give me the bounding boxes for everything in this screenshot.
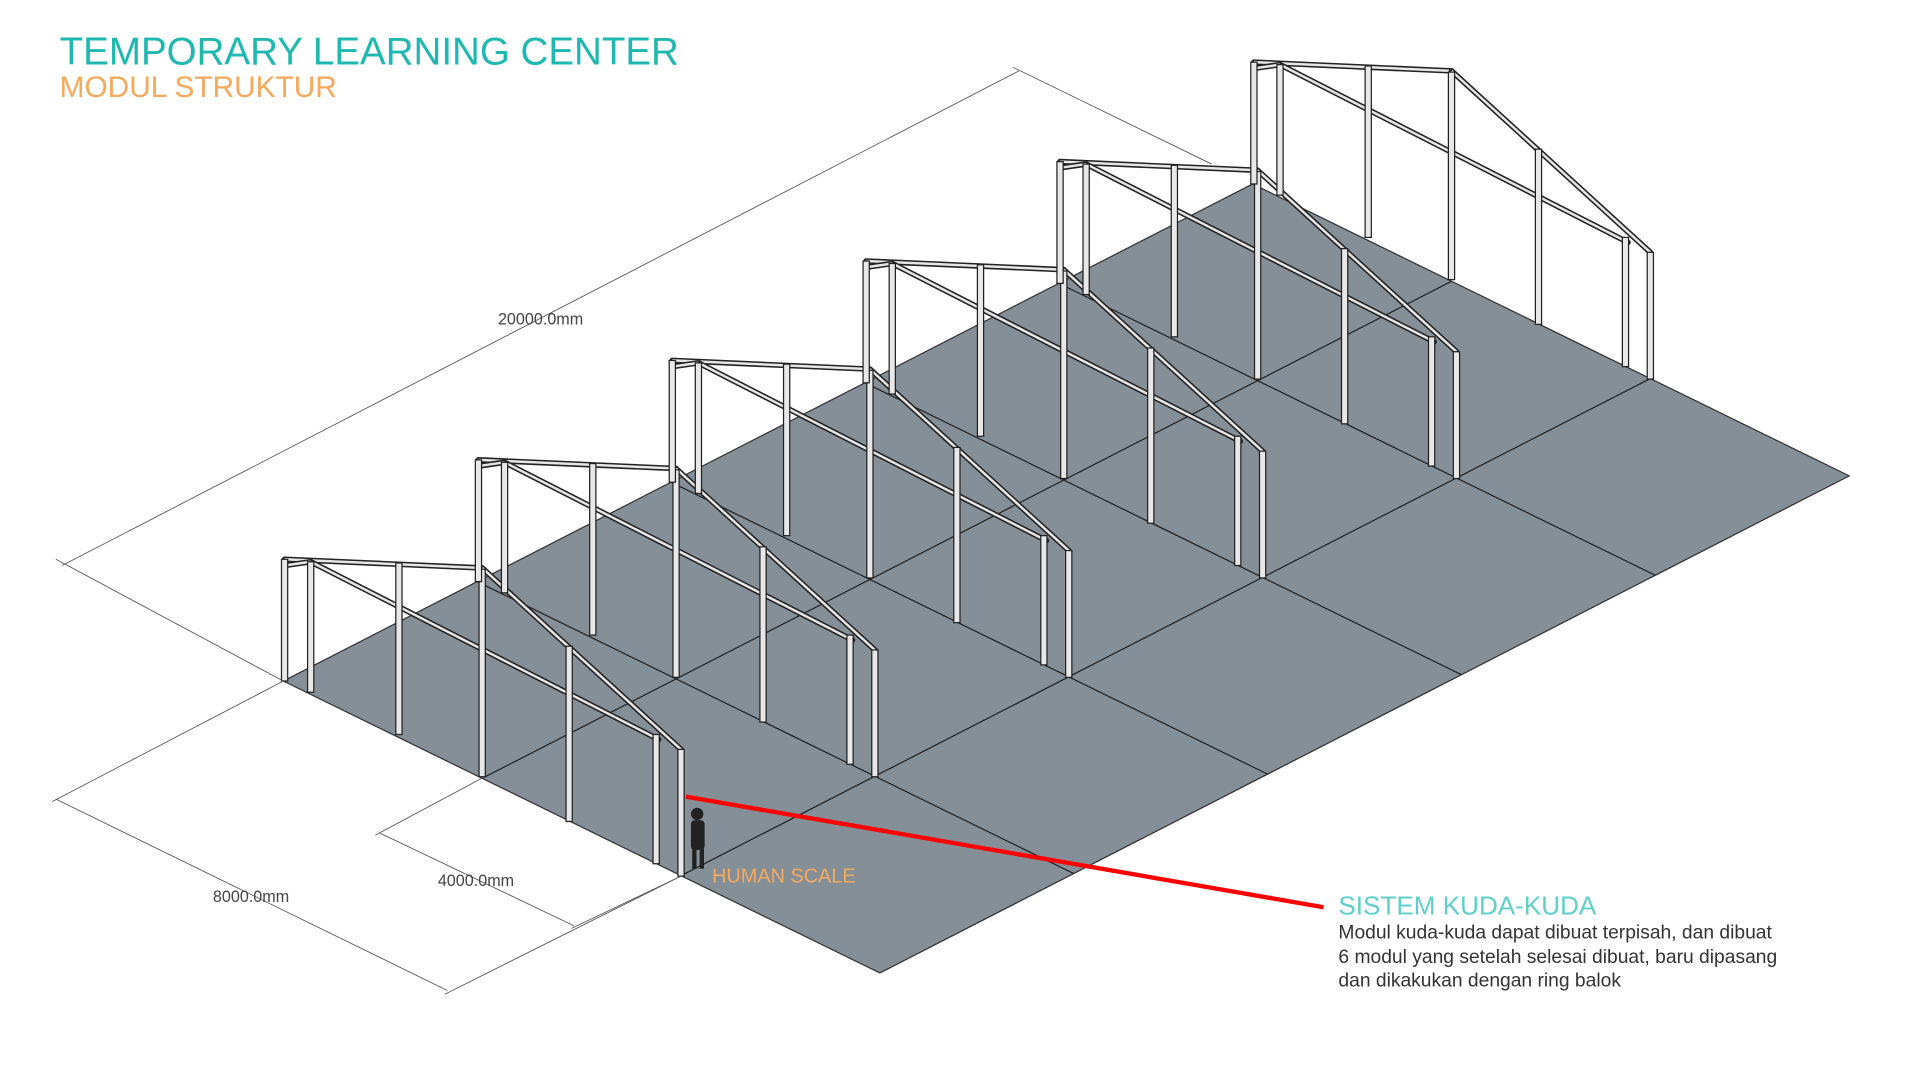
post	[1250, 61, 1258, 185]
post	[565, 645, 573, 823]
post	[474, 459, 483, 583]
post	[395, 562, 403, 736]
post	[652, 733, 660, 865]
page-subtitle: MODUL STRUKTUR	[60, 71, 337, 104]
post	[1646, 251, 1655, 380]
post	[866, 369, 874, 579]
post	[1621, 236, 1630, 368]
post	[871, 649, 879, 778]
post	[1253, 170, 1262, 380]
post	[1452, 351, 1461, 480]
beam-highlight	[1059, 162, 1087, 170]
post	[589, 462, 597, 636]
dimension-module	[375, 776, 682, 929]
post	[1040, 535, 1048, 666]
dimension-length-label: 20000.0mm	[498, 310, 583, 328]
dimension-width	[51, 680, 682, 995]
post	[1234, 435, 1242, 567]
post	[976, 264, 985, 437]
post	[1534, 148, 1543, 326]
grid-line	[670, 481, 1268, 775]
beam-highlight	[1253, 63, 1281, 70]
page-title: TEMPORARY LEARNING CENTER	[60, 31, 679, 74]
post	[782, 363, 791, 537]
truss-frame	[1250, 59, 1655, 380]
beam-highlight	[478, 458, 677, 470]
grid-line	[1058, 282, 1656, 576]
dimension-length	[55, 66, 1212, 682]
callout-title: SISTEM KUDA-KUDA	[1338, 891, 1597, 921]
post	[1065, 549, 1073, 678]
post	[1147, 347, 1155, 524]
post	[862, 260, 870, 384]
beam-highlight	[865, 262, 893, 269]
post	[280, 558, 289, 682]
truss-frame	[668, 357, 1073, 678]
post	[1427, 336, 1436, 467]
grid-line	[476, 581, 1074, 875]
roof-truss-frames	[280, 59, 1655, 877]
post	[1258, 450, 1267, 579]
beam-highlight	[672, 361, 699, 368]
callout-line: 6 modul yang setelah selesai dibuat, bar…	[1338, 947, 1777, 968]
dimension-width-label: 8000.0mm	[213, 888, 289, 906]
post	[478, 568, 486, 778]
post	[888, 262, 896, 395]
callout-leader-line	[685, 794, 1324, 910]
truss-frame	[474, 457, 879, 778]
grid-line	[481, 280, 1452, 779]
post	[677, 748, 685, 877]
post	[1170, 164, 1179, 338]
truss-frame	[1056, 158, 1461, 480]
beam-highlight	[481, 567, 682, 751]
grid-line	[864, 382, 1462, 676]
post	[1082, 163, 1090, 296]
post	[846, 634, 854, 765]
callout-line: dan dikakukan dengan ring balok	[1338, 971, 1621, 992]
post	[953, 446, 961, 624]
post	[306, 561, 315, 693]
post	[1056, 160, 1064, 284]
beam-highlight	[869, 368, 1070, 552]
post	[694, 362, 703, 495]
dimension-module-label: 4000.0mm	[438, 872, 514, 890]
beam-highlight	[672, 359, 870, 371]
beam-highlight	[1253, 60, 1452, 73]
beam-highlight	[1059, 160, 1258, 172]
grid-line	[680, 378, 1651, 877]
human-figure	[690, 807, 705, 869]
post	[1447, 71, 1456, 281]
post	[759, 546, 767, 723]
post	[672, 469, 680, 678]
post	[1276, 64, 1284, 196]
beam-highlight	[1062, 268, 1264, 453]
callout-line: Modul kuda-kuda dapat dibuat terpisah, d…	[1338, 922, 1772, 943]
post	[1340, 247, 1349, 425]
post	[1060, 270, 1068, 480]
post	[1364, 65, 1372, 239]
beam-highlight	[284, 558, 483, 570]
beam-highlight	[1256, 169, 1458, 353]
beam-highlight	[866, 259, 1064, 271]
truss-frame	[862, 258, 1267, 579]
beam-highlight	[675, 467, 876, 651]
beam-highlight	[478, 461, 505, 468]
beam-highlight	[284, 560, 311, 567]
human-scale-label: HUMAN SCALE	[712, 865, 856, 887]
post	[668, 359, 677, 483]
beam-highlight	[1450, 69, 1652, 254]
truss-frame	[280, 556, 685, 877]
post	[500, 461, 509, 594]
